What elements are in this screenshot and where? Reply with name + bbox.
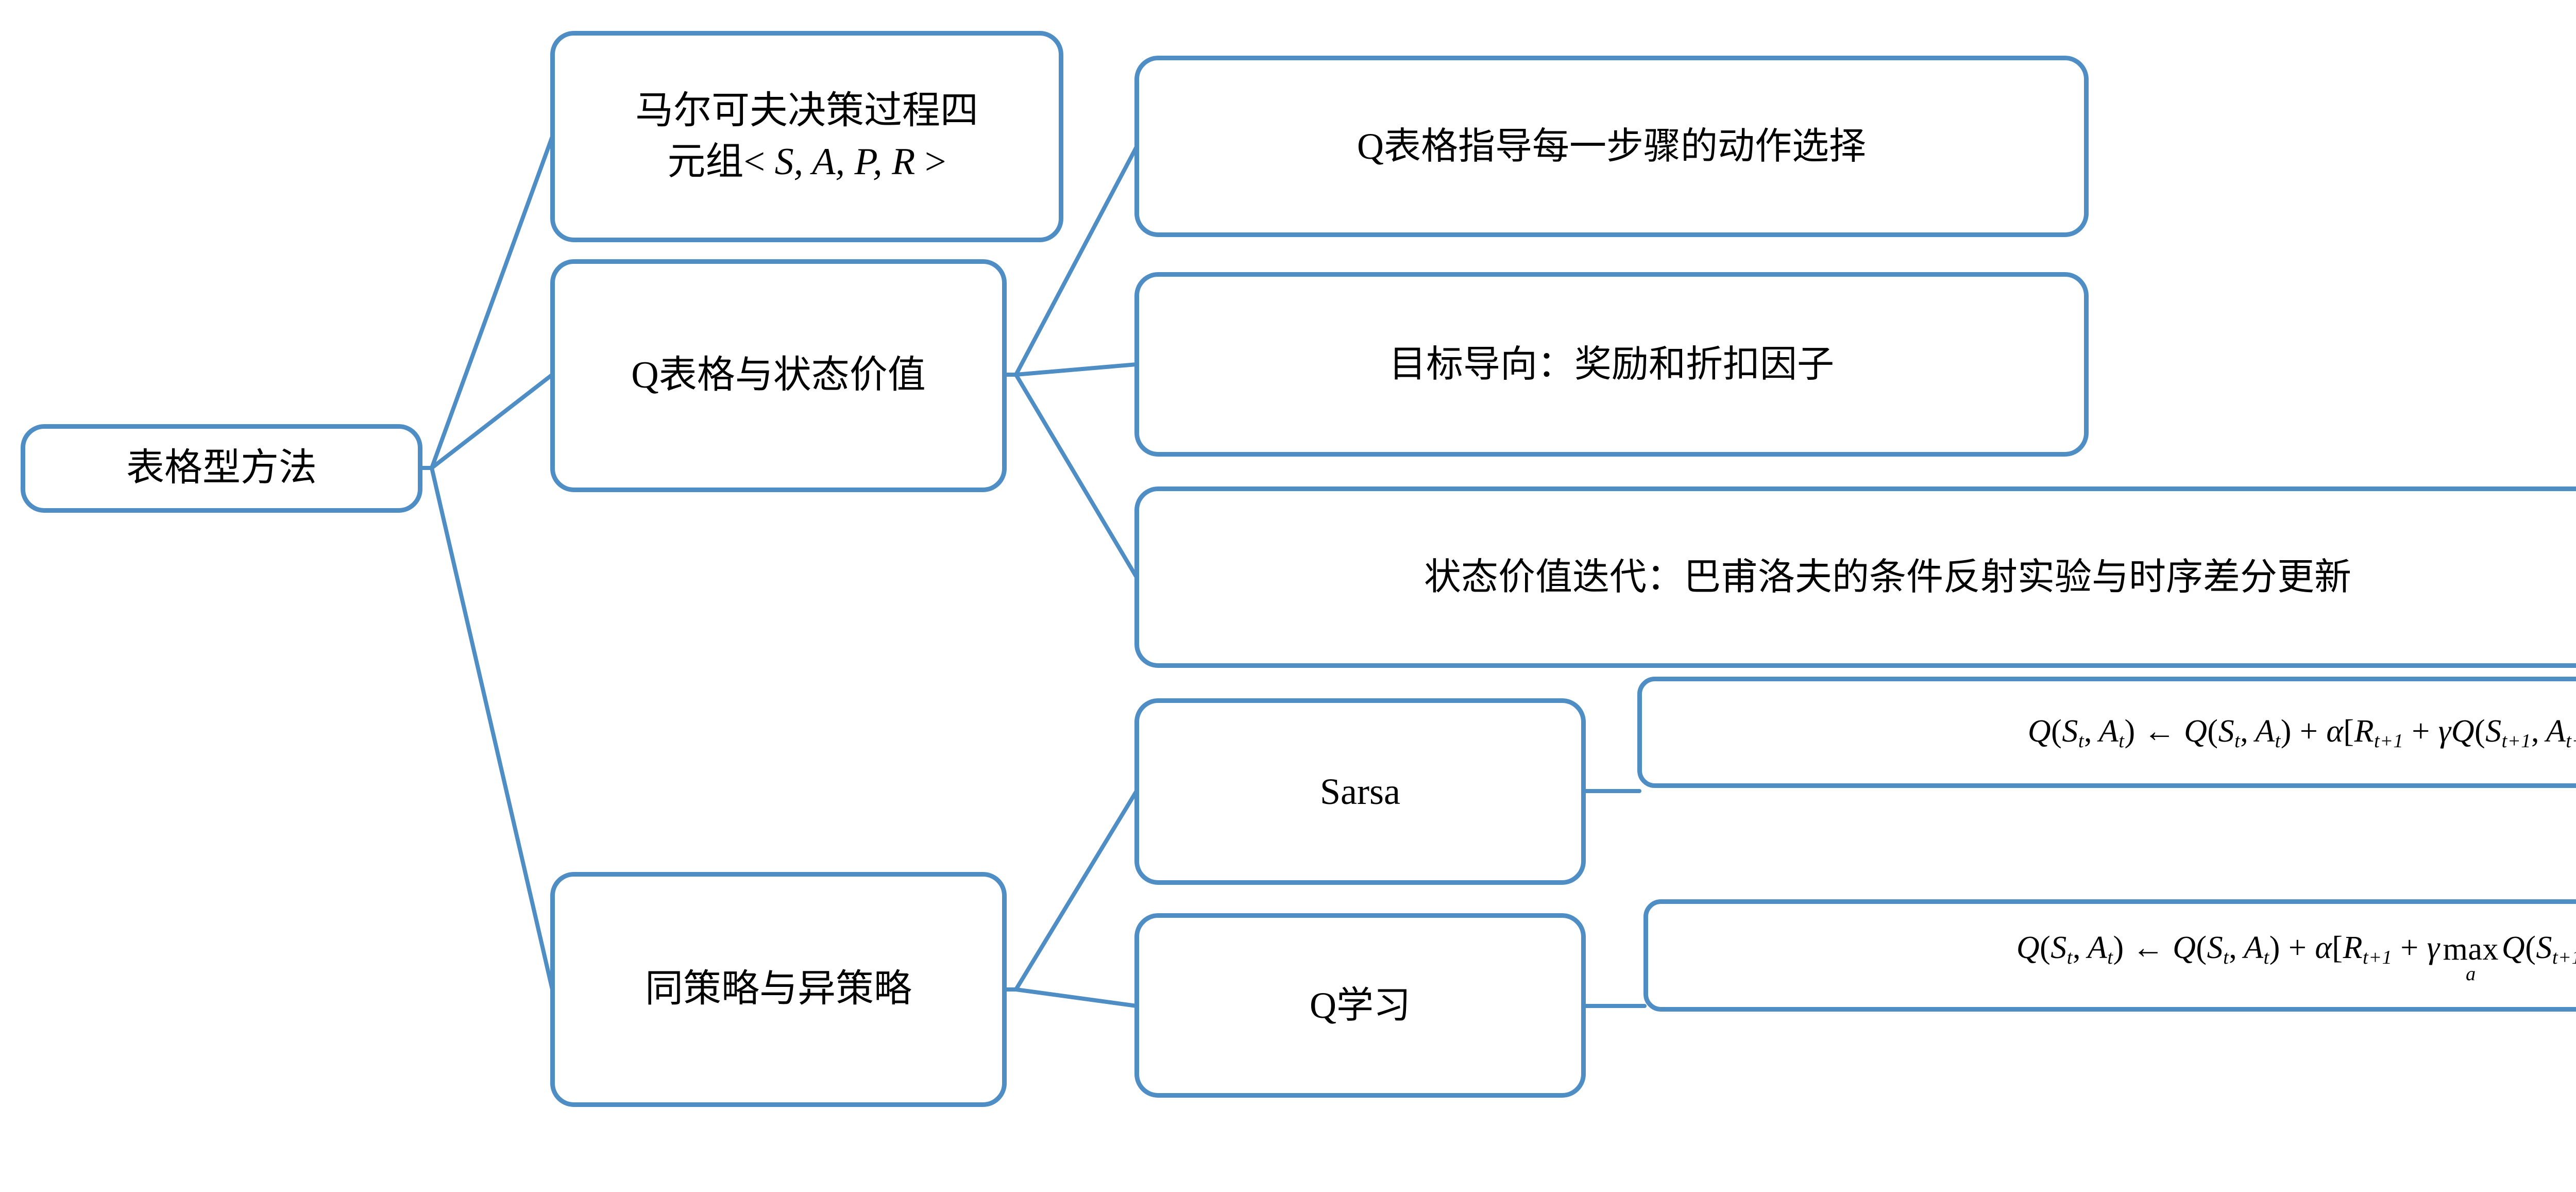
node-sarsa-formula[interactable]: Q(St, At) ← Q(St, At) + α[Rt+1 + γQ(St+1… <box>1637 677 2576 788</box>
node-q-table-action-choice-label: Q表格指导每一步骤的动作选择 <box>1357 125 1866 167</box>
edge-onpolicy-to-qlearning <box>1014 987 1139 1008</box>
edge-qtable-to-child2 <box>1014 362 1139 377</box>
node-on-off-policy[interactable]: 同策略与异策略 <box>550 872 1007 1107</box>
node-goal-oriented[interactable]: 目标导向：奖励和折扣因子 <box>1134 272 2089 457</box>
edge-qtable-to-child3 <box>1014 373 1139 579</box>
root-node-tabular-methods[interactable]: 表格型方法 <box>21 424 422 513</box>
sarsa-formula-text: Q(St, At) ← Q(St, At) + α[Rt+1 + γQ(St+1… <box>2027 713 2576 752</box>
root-node-label: 表格型方法 <box>126 447 317 490</box>
edge-root-to-mdp <box>430 135 554 470</box>
node-on-off-policy-label: 同策略与异策略 <box>645 968 912 1011</box>
edge-root-to-qtable <box>430 373 554 470</box>
node-goal-oriented-label: 目标导向：奖励和折扣因子 <box>1388 343 1834 385</box>
node-mdp-quadruple-label: 马尔可夫决策过程四元组< S, A, P, R > <box>635 86 978 188</box>
node-q-table-state-value-label: Q表格与状态价值 <box>631 354 926 397</box>
edge-qtable-to-child1 <box>1014 145 1139 377</box>
edge-root-to-onpolicy <box>430 466 554 992</box>
node-sarsa-label: Sarsa <box>1320 770 1400 812</box>
node-mdp-quadruple[interactable]: 马尔可夫决策过程四元组< S, A, P, R > <box>550 31 1063 242</box>
node-sarsa[interactable]: Sarsa <box>1134 698 1586 885</box>
node-q-learning-label: Q学习 <box>1310 984 1411 1026</box>
node-state-value-iteration[interactable]: 状态价值迭代：巴甫洛夫的条件反射实验与时序差分更新 <box>1134 486 2576 668</box>
edge-onpolicy-to-sarsa <box>1014 789 1139 992</box>
node-q-table-state-value[interactable]: Q表格与状态价值 <box>550 259 1007 492</box>
mdp-line-2: 元组< S, A, P, R > <box>667 141 946 183</box>
node-q-learning[interactable]: Q学习 <box>1134 913 1586 1098</box>
mdp-line-1: 马尔可夫决策过程四 <box>635 89 978 132</box>
node-state-value-iteration-label: 状态价值迭代：巴甫洛夫的条件反射实验与时序差分更新 <box>1423 556 2351 598</box>
node-q-table-action-choice[interactable]: Q表格指导每一步骤的动作选择 <box>1134 56 2089 237</box>
